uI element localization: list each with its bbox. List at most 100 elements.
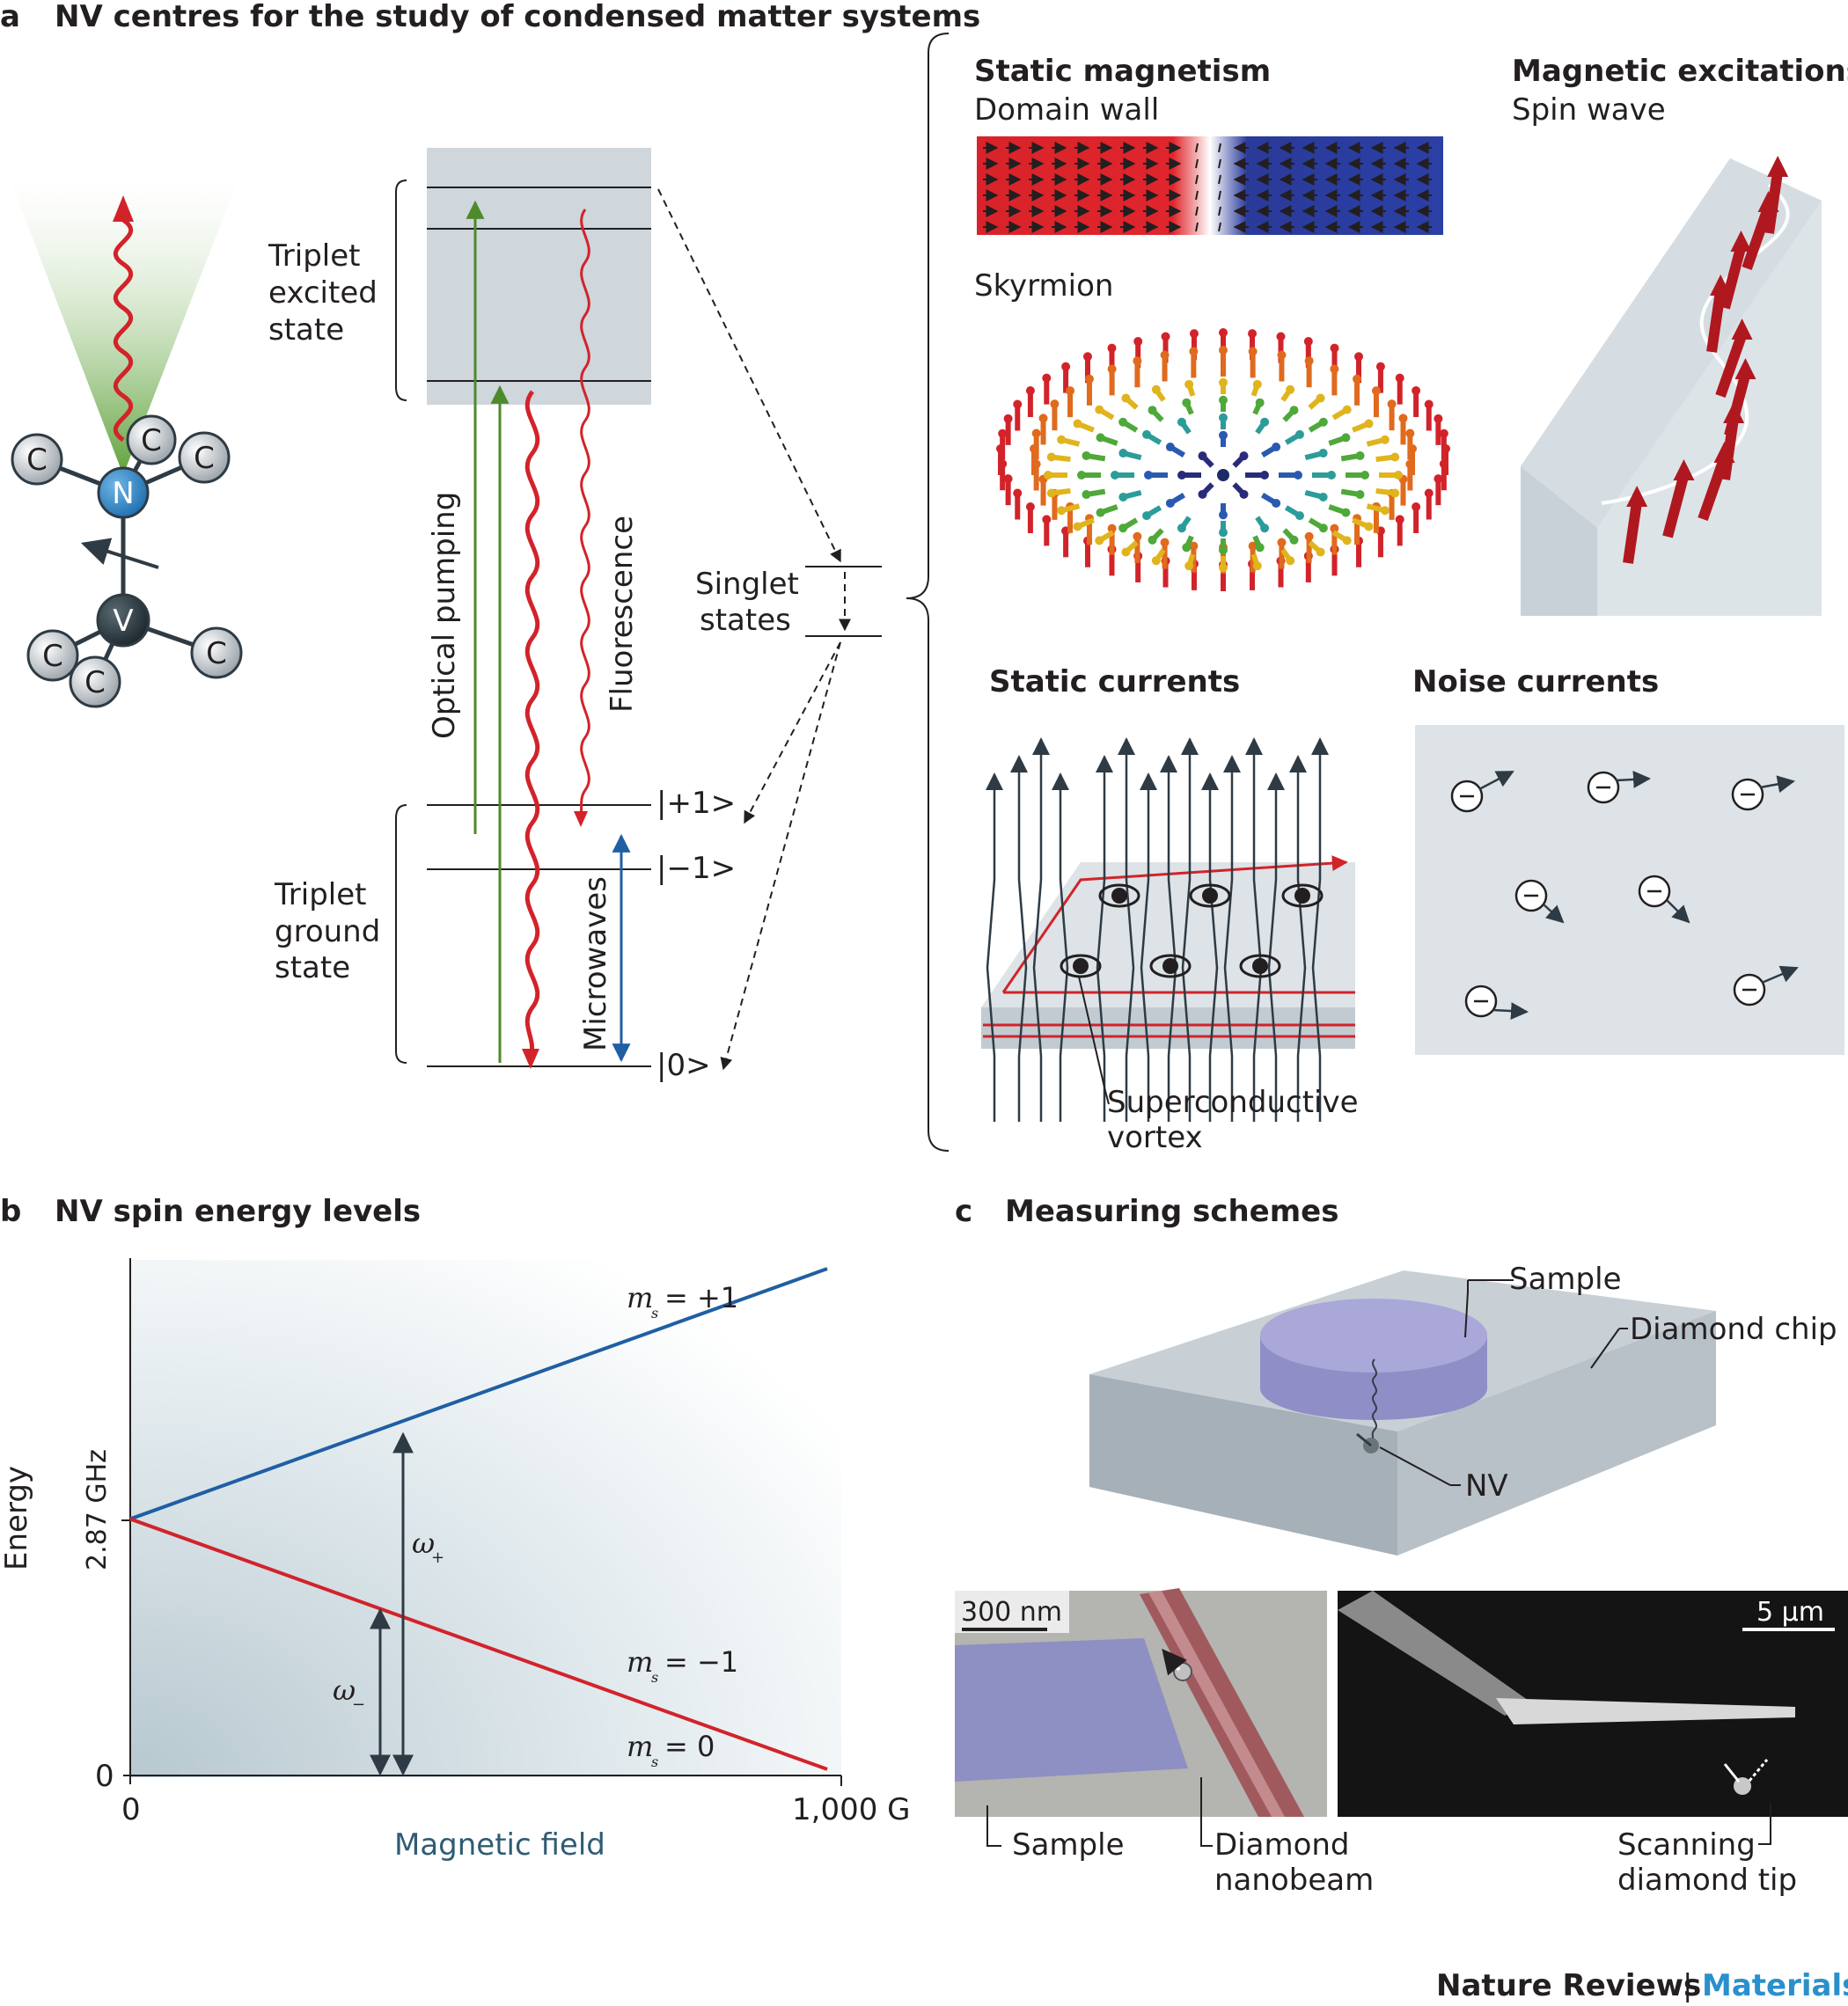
skyrmion-spin-head: [1272, 498, 1281, 508]
skyrmion-spin-head: [1260, 471, 1269, 480]
ms-zero-s: s: [651, 1753, 658, 1770]
flux-line: [1096, 755, 1113, 1122]
skyrmion-spin-head: [1248, 541, 1258, 551]
skyrmion-spin-head: [1364, 419, 1374, 428]
flux-line: [986, 772, 1003, 1122]
emission-wave-ground: [524, 390, 540, 1057]
omega-plus-sub: +: [431, 1548, 444, 1567]
skyrmion-spin-head: [1031, 428, 1041, 438]
skyrmion-spin-head: [1219, 346, 1228, 355]
footer-section: Materials: [1702, 1968, 1848, 2003]
nitrogen-atom: [97, 466, 150, 519]
spin-wave-arrow: [1764, 171, 1784, 234]
skyrmion-spin-head: [1189, 347, 1199, 356]
skyrmion-spin-head: [1248, 329, 1258, 339]
nv-molecule: C C C N V C C C: [9, 176, 243, 708]
skyrmion-spin-head: [1003, 414, 1013, 423]
series-line-ms-plus: [129, 1267, 828, 1521]
skyrmion-spin-head: [1044, 471, 1052, 480]
skyrmion-spin-head: [1304, 531, 1314, 541]
carbon-label: C: [26, 443, 48, 478]
flux-line: [1181, 737, 1199, 1122]
electron-motion-arrow: [1666, 899, 1690, 924]
skyrmion-spin-head: [1252, 561, 1262, 571]
chip-sample-label: Sample: [1509, 1262, 1621, 1297]
fluorescence-label: Fluorescence: [605, 516, 640, 713]
electron-motion-arrow: [1761, 965, 1799, 985]
skyrmion-spin-head: [1294, 429, 1304, 439]
skyrmion-spin-head: [1003, 474, 1013, 484]
vortex-ring: [1239, 954, 1281, 978]
skyrmion-spin-head: [1025, 386, 1035, 395]
skyrmion-spin-head: [1412, 502, 1421, 511]
panel-c-title: Measuring schemes: [1005, 1194, 1338, 1229]
skyrmion-spin-head: [1151, 384, 1161, 394]
ms-zero-value: = 0: [664, 1730, 715, 1763]
skyrmion-spin-head: [1057, 435, 1067, 444]
footer-separator: |: [1683, 1968, 1692, 2003]
skyrmion-spin-head: [1219, 510, 1228, 520]
carbon-label: C: [42, 639, 63, 674]
tip-label-1: Scanning: [1617, 1827, 1756, 1863]
carbon-label: C: [84, 665, 106, 700]
skyrmion-spin-head: [1219, 377, 1228, 387]
skyrmion-spin-head: [1330, 364, 1339, 374]
skyrmion-spin-head: [1390, 488, 1400, 498]
skyrmion-spin-head: [1057, 506, 1067, 516]
energy-level-diagram: Triplet excited state Triplet ground sta…: [268, 148, 882, 1083]
static-magnetism-heading: Static magnetism: [974, 54, 1271, 89]
domain-wall-spins: [983, 142, 1432, 233]
skyrmion-spin-head: [1318, 417, 1328, 427]
flux-line: [1052, 772, 1069, 1122]
spin-wave-arrow: [1706, 289, 1727, 353]
fluorescence-wave: [579, 209, 590, 817]
skyrmion-spin-head: [1013, 399, 1023, 409]
isc-arrow-4: [720, 641, 841, 1071]
skyrmion-spin-head: [1013, 488, 1023, 498]
skyrmion-spin-head: [1142, 511, 1152, 521]
ms-minus-m: m: [627, 1645, 653, 1679]
skyrmion-spin-head: [1177, 523, 1186, 533]
nv-label: NV: [1465, 1468, 1508, 1504]
vortex-core: [1202, 888, 1218, 904]
flux-line: [1140, 772, 1157, 1122]
spin-arrow: [1218, 222, 1221, 232]
skyrmion-spin-head: [1286, 384, 1295, 394]
panel-a-title: NV centres for the study of condensed ma…: [55, 0, 980, 34]
skyrmion-spin-head: [1342, 405, 1352, 414]
skyrmion-spin-head: [1121, 547, 1131, 557]
vortex-ring: [1281, 883, 1324, 908]
electron-motion-arrow: [1478, 770, 1514, 791]
skyrmion-spin-head: [1355, 490, 1365, 500]
skyrmion-spin-head: [1107, 343, 1117, 353]
skyrmion-spin-head: [1133, 337, 1143, 347]
skyrmion-spin-head: [1066, 386, 1075, 396]
skyrmion-spin-head: [1095, 405, 1104, 414]
skyrmion-spin-head: [1042, 515, 1052, 524]
skyrmion-spin-head: [1118, 417, 1128, 427]
skyrmion-spin-head: [1276, 332, 1286, 341]
spin-arrow: [1195, 206, 1199, 216]
spin-wave-arrowhead: [1730, 231, 1752, 252]
omega-minus-sub: −: [352, 1695, 365, 1714]
spin-wave-label: Spin wave: [1512, 92, 1666, 128]
skyrmion-label: Skyrmion: [974, 268, 1113, 304]
skyrmion-spin-head: [1316, 547, 1325, 557]
y-tick-ghz-label: 2.87 GHz: [82, 1449, 113, 1570]
skyrmion-spin-head: [1304, 356, 1314, 366]
diamond-chip-graphic: [1089, 1270, 1716, 1556]
omega-plus-label: ω: [412, 1526, 435, 1560]
footer-journal: Nature Reviews: [1436, 1968, 1701, 2003]
static-currents-graphic: [981, 737, 1355, 1122]
skyrmion-spin-head: [1096, 433, 1105, 443]
skyrmion-spin-head: [1424, 399, 1434, 409]
skyrmion-spin-head: [1182, 398, 1192, 407]
carbon-atom-2: [126, 414, 177, 465]
spin-wave-arrow: [1623, 501, 1643, 564]
skyrmion-spin-head: [1294, 471, 1302, 480]
skyrmion-spin-head: [1318, 523, 1328, 533]
flux-line: [1010, 755, 1028, 1122]
carbon-atom-5: [69, 655, 121, 708]
carbon-label: C: [206, 636, 227, 671]
scale-bar-5um-label: 5 μm: [1756, 1597, 1824, 1628]
